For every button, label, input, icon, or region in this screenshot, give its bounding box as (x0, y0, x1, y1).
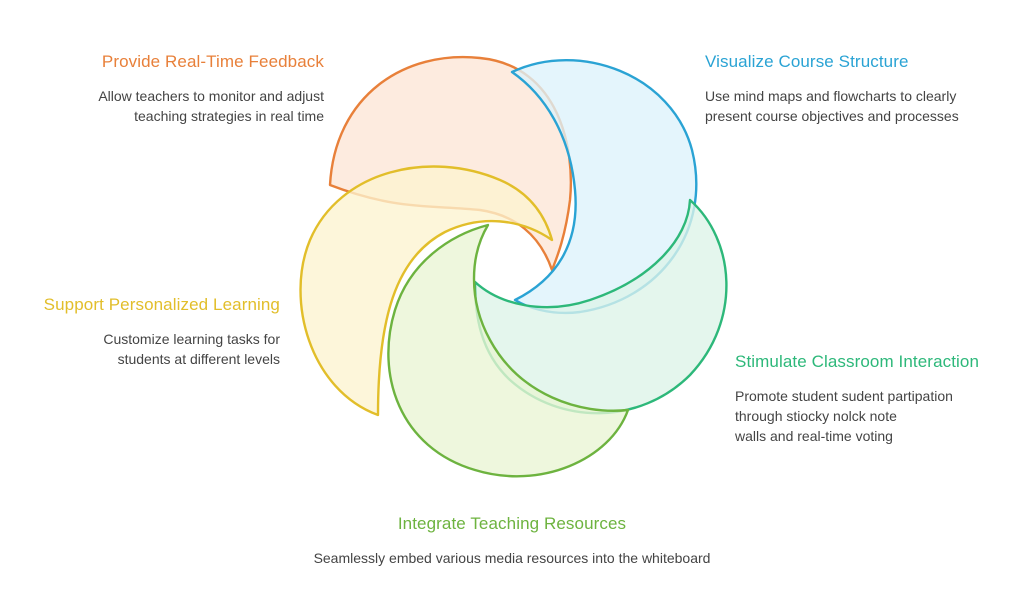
node-title: Support Personalized Learning (43, 295, 280, 314)
description-line: through stiocky nolck note (735, 408, 897, 424)
description-line: students at different levels (117, 351, 280, 367)
node-description: Allow teachers to monitor and adjust teac… (60, 86, 324, 126)
description-line: walls and real-time voting (735, 428, 893, 444)
node-title: Integrate Teaching Resources (397, 514, 627, 533)
description-line: Promote student sudent partipation (735, 388, 953, 404)
petal-personalized (299, 165, 554, 417)
node-description: Seamlessly embed various media resources… (250, 548, 774, 568)
description-line: Customize learning tasks for (103, 331, 280, 347)
description-line: teaching strategies in real time (134, 108, 324, 124)
description-line: Allow teachers to monitor and adjust (98, 88, 324, 104)
node-title: Visualize Course Structure (705, 52, 909, 71)
petal-resources (387, 223, 630, 478)
node-description: Use mind maps and flowcharts to clearly p… (705, 86, 1005, 126)
node-personalized: Support Personalized Learning Customize … (20, 295, 280, 369)
description-line: present course objectives and processes (705, 108, 959, 124)
node-resources: Integrate Teaching Resources Seamlessly … (250, 514, 774, 568)
description-line: Use mind maps and flowcharts to clearly (705, 88, 957, 104)
node-title: Stimulate Classroom Interaction (735, 352, 980, 371)
node-title: Provide Real-Time Feedback (101, 52, 324, 71)
node-description: Promote student sudent partipation throug… (735, 386, 1015, 446)
node-description: Customize learning tasks for students at … (20, 329, 280, 369)
description-line: Seamlessly embed various media resources… (313, 550, 711, 566)
node-feedback: Provide Real-Time Feedback Allow teacher… (60, 52, 324, 126)
node-interaction: Stimulate Classroom Interaction Promote … (735, 352, 1015, 446)
node-structure: Visualize Course Structure Use mind maps… (705, 52, 1005, 126)
